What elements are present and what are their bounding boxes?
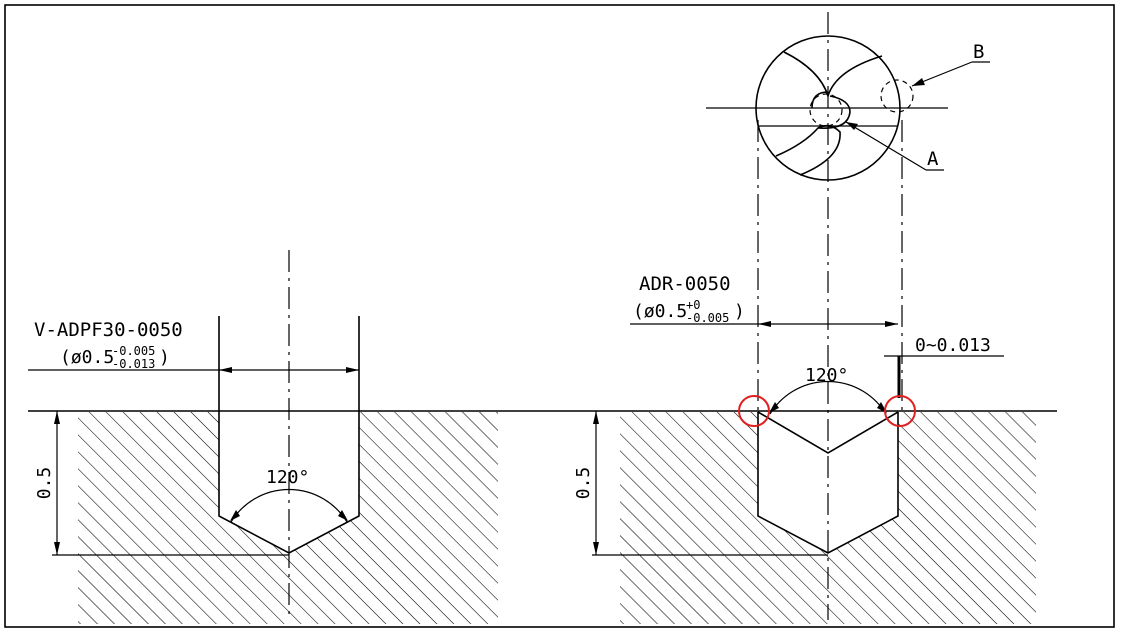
right-angle-arc xyxy=(769,380,887,415)
left-tol-upper: -0.005 xyxy=(112,344,155,358)
drawing-frame xyxy=(4,4,1115,628)
right-hatch-area xyxy=(620,412,1036,624)
right-dim-suffix: ) xyxy=(734,301,745,322)
end-view-flute-mid xyxy=(817,95,851,129)
right-angle-label: 120° xyxy=(805,365,848,386)
end-view-hidden-circle-b xyxy=(880,79,914,113)
left-part-label: V-ADPF30-0050 xyxy=(34,319,183,341)
callout-a-leader xyxy=(845,121,927,171)
right-angle-arrow-left xyxy=(769,402,779,413)
right-drill-tip xyxy=(757,411,899,454)
left-angle-arrow-left xyxy=(230,510,240,521)
right-hole-outline xyxy=(757,412,899,554)
left-view: 0.5 V-ADPF30-0050 (ø0.5 -0.005 -0.013 ) … xyxy=(28,250,498,624)
right-view: 0.5 ADR-0050 (ø0.5 +0 -0.005 ) 0~0.013 1… xyxy=(573,12,1036,624)
left-depth-arrow-top xyxy=(54,411,60,424)
callout-b-label: B xyxy=(973,41,984,63)
callout-b-arrow xyxy=(912,78,925,86)
left-angle-arrow-right xyxy=(338,510,348,521)
callout-a-label: A xyxy=(927,148,939,170)
right-part-label: ADR-0050 xyxy=(639,273,731,295)
left-diameter-arrow-right xyxy=(346,367,359,373)
end-view-flute-lower xyxy=(775,124,841,176)
highlight-circle-right xyxy=(884,395,916,427)
left-depth-arrow-bottom xyxy=(54,542,60,555)
left-angle-label: 120° xyxy=(266,467,309,488)
right-diameter-arrow-left xyxy=(758,321,771,327)
left-tol-lower: -0.013 xyxy=(112,357,155,371)
right-tol-upper: +0 xyxy=(686,298,700,312)
left-hatch-area xyxy=(78,412,498,624)
right-diameter-arrow-right xyxy=(885,321,898,327)
right-depth-label: 0.5 xyxy=(573,467,594,500)
left-dim-suffix: ) xyxy=(159,347,170,368)
callout-a-arrow xyxy=(846,122,858,130)
left-diameter-arrow-left xyxy=(219,367,232,373)
right-dim-prefix: (ø0.5 xyxy=(633,301,687,322)
right-depth-arrow-bottom xyxy=(593,542,599,555)
end-view-hidden-circle-a xyxy=(809,93,843,127)
clearance-label: 0~0.013 xyxy=(915,335,991,356)
left-depth-label: 0.5 xyxy=(34,467,55,500)
left-dim-prefix: (ø0.5 xyxy=(60,347,114,368)
highlight-circle-left xyxy=(738,395,770,427)
end-view-flute-upper xyxy=(783,51,883,99)
drill-end-view: B A xyxy=(706,35,990,181)
left-angle-arc xyxy=(230,488,348,523)
right-tol-lower: -0.005 xyxy=(686,311,729,325)
right-depth-arrow-top xyxy=(593,411,599,424)
end-view-web xyxy=(811,91,829,109)
